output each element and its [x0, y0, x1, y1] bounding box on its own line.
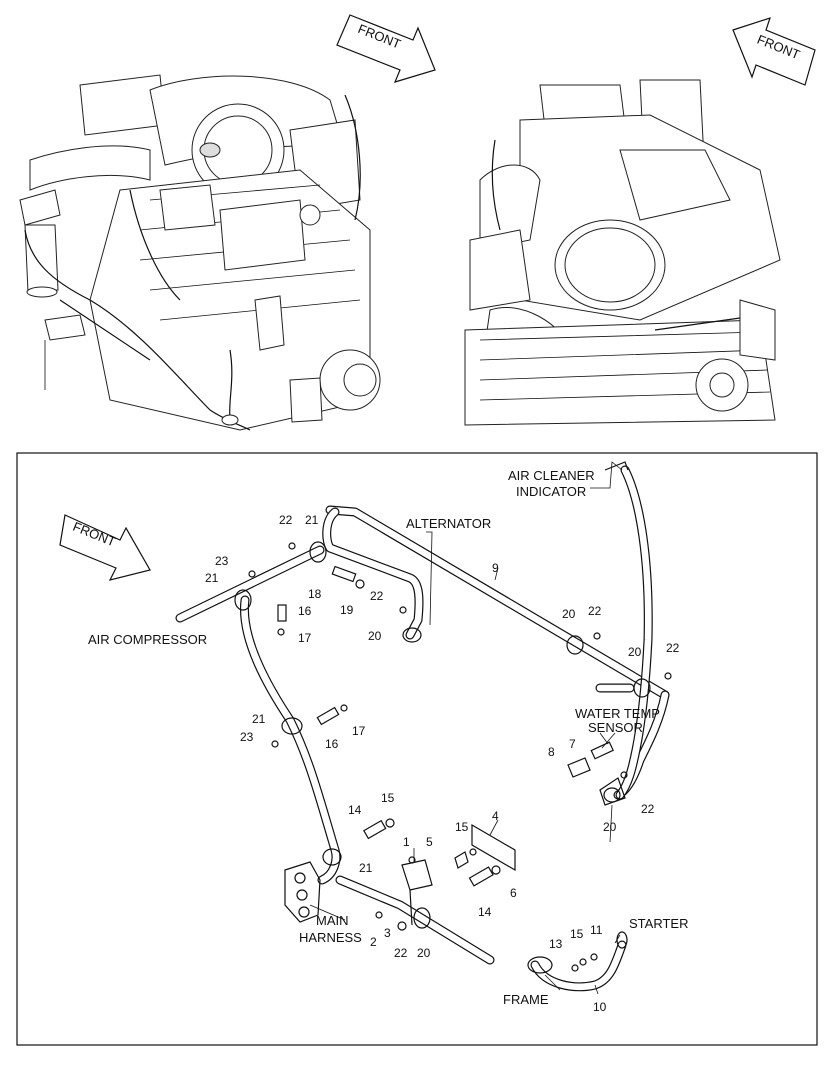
starter-label: STARTER: [629, 916, 688, 931]
air-cleaner-indicator-label-2: INDICATOR: [516, 484, 586, 499]
detail-frame: [16, 452, 818, 1046]
part-number: 20: [603, 820, 617, 834]
part-number: 1: [403, 835, 410, 849]
clamps: [234, 541, 651, 929]
part-number: 20: [628, 645, 642, 659]
part-number: 15: [381, 791, 395, 805]
frame-label: FRAME: [503, 992, 549, 1007]
part-number: 22: [279, 513, 293, 527]
engine-view-left: [19, 74, 381, 431]
part-number: 21: [305, 513, 319, 527]
part-number: 21: [252, 712, 266, 726]
air-cleaner-indicator-label-1: AIR CLEANER: [508, 468, 595, 483]
part-number: 17: [352, 724, 366, 738]
part-number: 23: [240, 730, 254, 744]
front-label: FRONT: [356, 21, 403, 52]
part-number: 7: [569, 737, 576, 751]
part-numbers: 22 21 23 21 18 19 16 17 22 20 9 20 22 20…: [205, 513, 680, 1014]
part-number: 5: [426, 835, 433, 849]
water-temp-label-1: WATER TEMP: [575, 706, 660, 721]
part-number: 16: [298, 604, 312, 618]
part-number: 9: [492, 561, 499, 575]
wire-harness: [175, 465, 670, 992]
part-number: 11: [590, 923, 603, 937]
hardware: [248, 461, 672, 972]
part-number: 20: [417, 946, 431, 960]
part-number: 22: [666, 641, 680, 655]
engine-view-right: [464, 79, 781, 426]
callouts: AIR CLEANER INDICATOR ALTERNATOR AIR COM…: [88, 468, 688, 1007]
part-number: 16: [325, 737, 339, 751]
part-number: 3: [384, 926, 391, 940]
part-number: 10: [593, 1000, 607, 1014]
part-number: 6: [510, 886, 517, 900]
front-arrow-top-left: FRONT: [336, 14, 436, 83]
part-number: 22: [394, 946, 408, 960]
part-number: 21: [359, 861, 373, 875]
part-number: 22: [588, 604, 602, 618]
part-number: 21: [205, 571, 219, 585]
front-label: FRONT: [755, 32, 802, 63]
part-number: 17: [298, 631, 312, 645]
part-number: 13: [549, 937, 563, 951]
part-number: 8: [548, 745, 555, 759]
part-number: 23: [215, 554, 229, 568]
front-arrow-detail: FRONT: [59, 514, 151, 581]
main-harness-label-1: MAIN: [316, 913, 349, 928]
main-harness-label-2: HARNESS: [299, 930, 362, 945]
part-number: 15: [570, 927, 584, 941]
part-number: 4: [492, 809, 499, 823]
part-number: 20: [562, 607, 576, 621]
part-number: 19: [340, 603, 354, 617]
part-number: 14: [478, 905, 492, 919]
part-number: 18: [308, 587, 322, 601]
front-label: FRONT: [71, 519, 118, 550]
part-number: 15: [455, 820, 469, 834]
front-arrow-top-right: FRONT: [732, 17, 816, 86]
leader-lines: [309, 461, 623, 995]
air-compressor-label: AIR COMPRESSOR: [88, 632, 207, 647]
part-number: 14: [348, 803, 362, 817]
part-number: 22: [641, 802, 655, 816]
part-number: 2: [370, 935, 377, 949]
part-number: 20: [368, 629, 382, 643]
alternator-label: ALTERNATOR: [406, 516, 491, 531]
water-temp-label-2: SENSOR: [588, 720, 643, 735]
part-number: 22: [370, 589, 384, 603]
